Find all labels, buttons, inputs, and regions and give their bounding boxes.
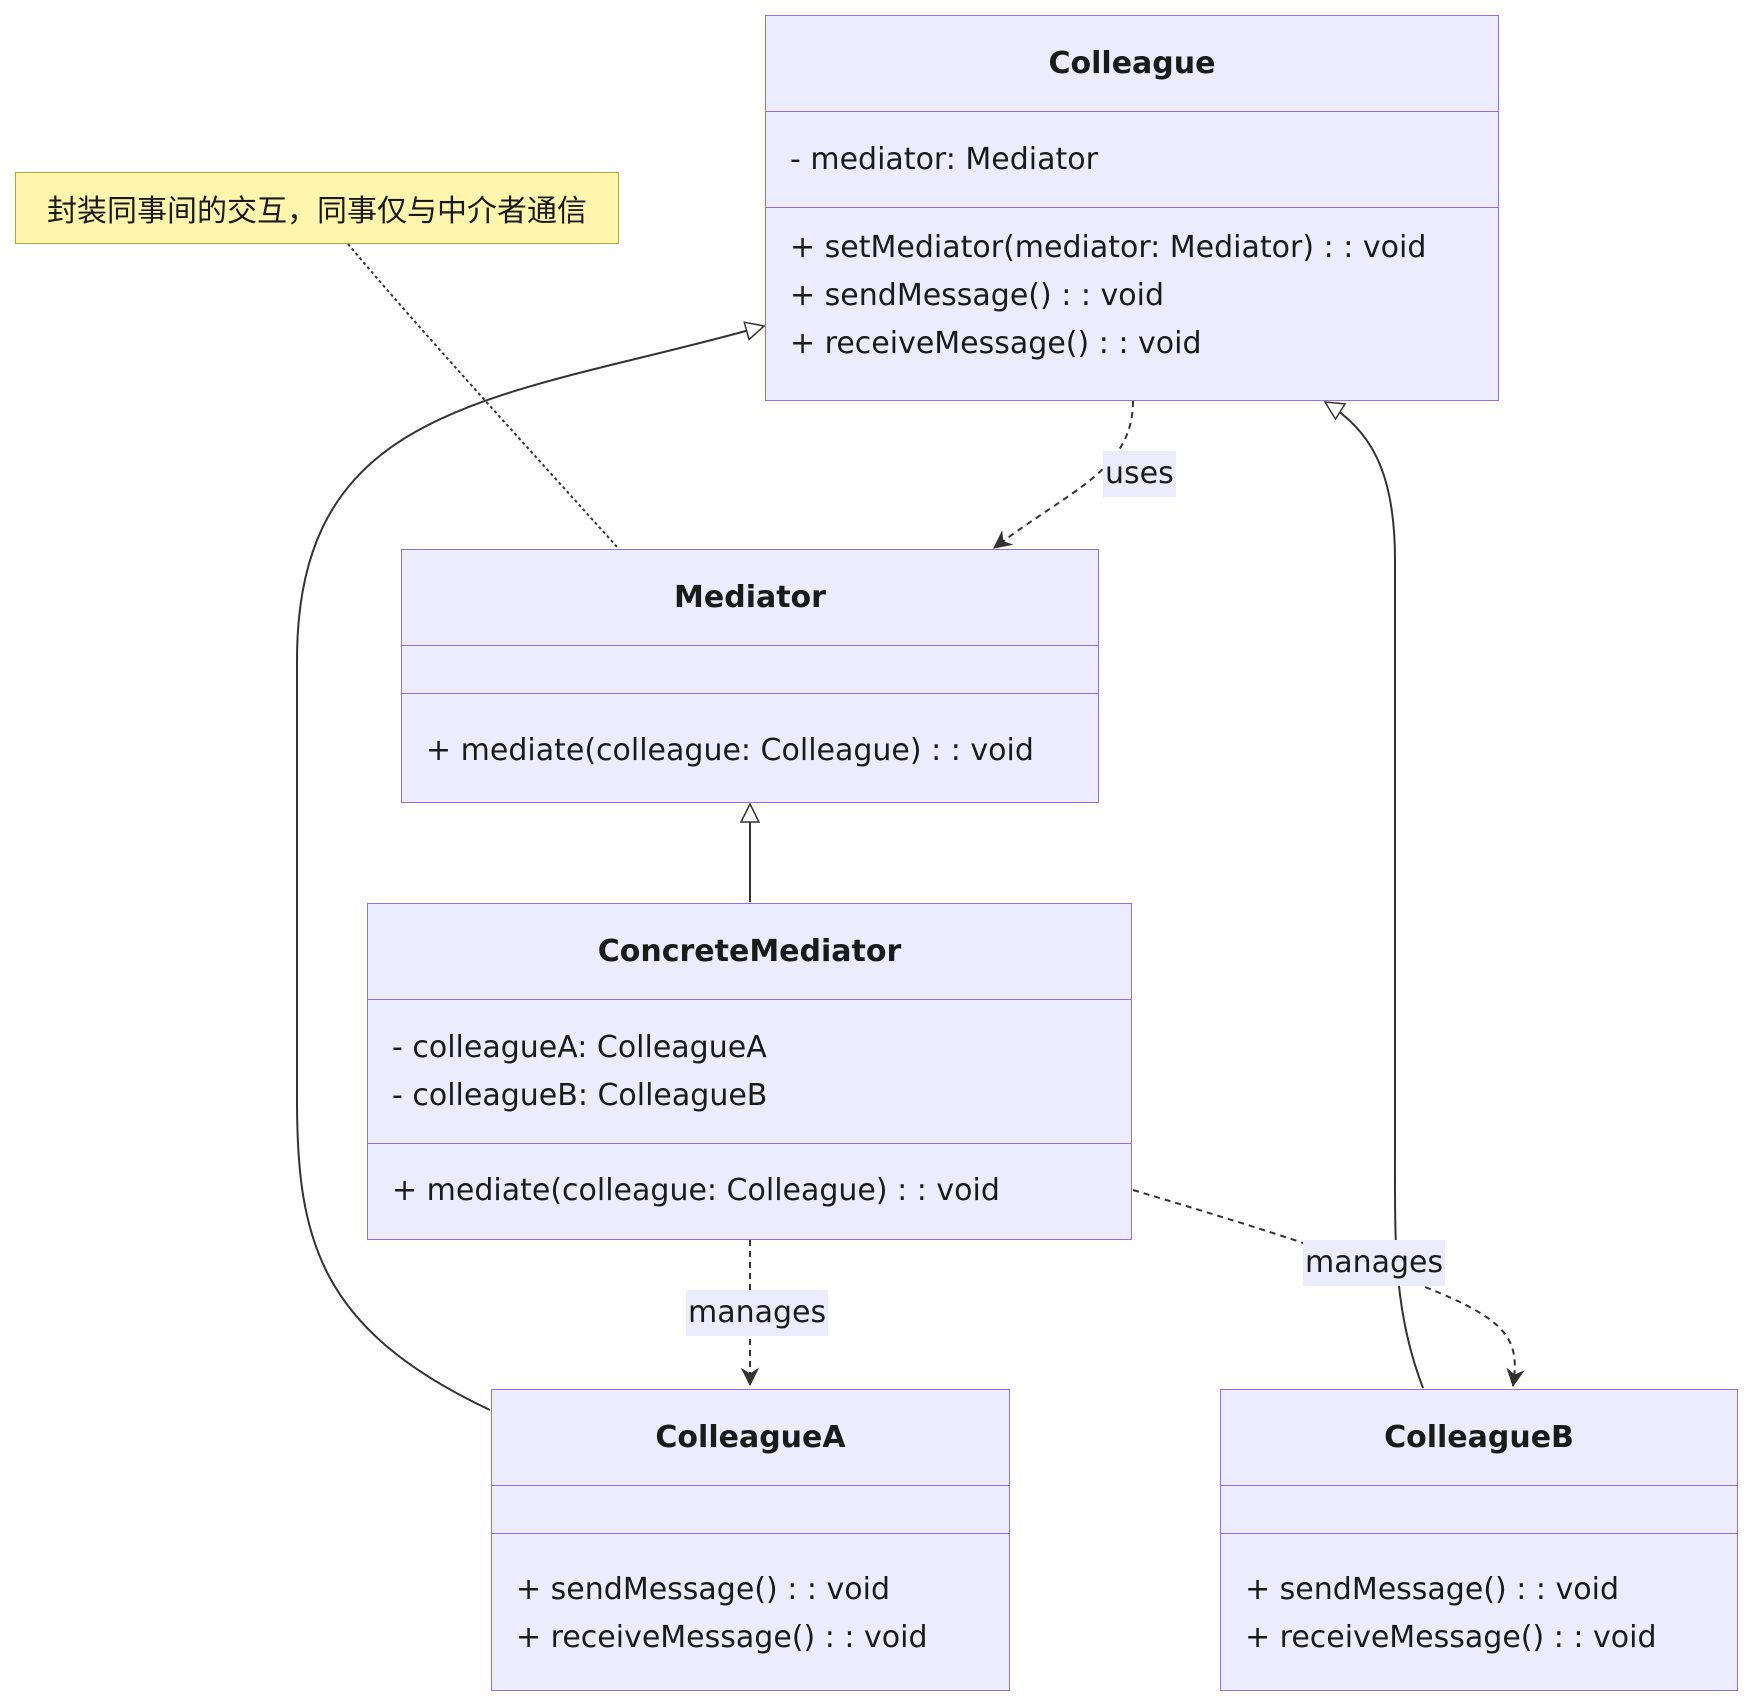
manages-colleague-b-arrow [1132, 1189, 1525, 1388]
attribute: - colleagueB: ColleagueB [392, 1078, 768, 1113]
class-colleague-a-attributes [492, 1486, 1009, 1534]
class-colleague-a-name: ColleagueA [492, 1390, 1009, 1486]
class-colleague-name: Colleague [766, 16, 1498, 112]
design-note: 封装同事间的交互，同事仅与中介者通信 [15, 172, 619, 244]
method: + receiveMessage() : : void [790, 326, 1202, 361]
colleague-a-inheritance-line [296, 326, 764, 1411]
method: + mediate(colleague: Colleague) : : void [426, 733, 1034, 768]
method: + mediate(colleague: Colleague) : : void [392, 1173, 1000, 1208]
class-concrete-mediator-attributes: - colleagueA: ColleagueA - colleagueB: C… [368, 1000, 1131, 1144]
method: + receiveMessage() : : void [1245, 1620, 1657, 1655]
class-colleague-b-methods: + sendMessage() : : void + receiveMessag… [1221, 1534, 1737, 1662]
design-note-text: 封装同事间的交互，同事仅与中介者通信 [47, 194, 587, 229]
method: + sendMessage() : : void [790, 278, 1165, 313]
class-concrete-mediator-name: ConcreteMediator [368, 904, 1131, 1000]
method: + sendMessage() : : void [516, 1572, 891, 1607]
class-colleague-b-name: ColleagueB [1221, 1390, 1737, 1486]
class-mediator-methods: + mediate(colleague: Colleague) : : void [402, 694, 1098, 775]
colleague-b-inheritance-line [1325, 402, 1424, 1389]
method: + sendMessage() : : void [1245, 1572, 1620, 1607]
class-colleague-methods: + setMediator(mediator: Mediator) : : vo… [766, 208, 1498, 368]
uses-dependency-arrow [993, 400, 1134, 549]
method: + setMediator(mediator: Mediator) : : vo… [790, 230, 1427, 265]
class-mediator[interactable]: Mediator + mediate(colleague: Colleague)… [401, 549, 1099, 803]
class-concrete-mediator[interactable]: ConcreteMediator - colleagueA: Colleague… [367, 903, 1132, 1240]
note-anchor-line [347, 243, 619, 549]
manages-colleague-a-label: manages [686, 1290, 829, 1336]
manages-colleague-b-label: manages [1303, 1240, 1446, 1286]
class-mediator-name: Mediator [402, 550, 1098, 646]
uses-label: uses [1103, 451, 1176, 497]
method: + receiveMessage() : : void [516, 1620, 928, 1655]
class-colleague-a[interactable]: ColleagueA + sendMessage() : : void + re… [491, 1389, 1010, 1691]
class-mediator-attributes [402, 646, 1098, 694]
attribute: - mediator: Mediator [790, 142, 1098, 177]
class-colleague-attributes: - mediator: Mediator [766, 112, 1498, 208]
class-colleague-b-attributes [1221, 1486, 1737, 1534]
class-concrete-mediator-methods: + mediate(colleague: Colleague) : : void [368, 1144, 1131, 1215]
class-colleague-a-methods: + sendMessage() : : void + receiveMessag… [492, 1534, 1009, 1662]
class-colleague[interactable]: Colleague - mediator: Mediator + setMedi… [765, 15, 1499, 401]
attribute: - colleagueA: ColleagueA [392, 1030, 767, 1065]
class-colleague-b[interactable]: ColleagueB + sendMessage() : : void + re… [1220, 1389, 1738, 1691]
